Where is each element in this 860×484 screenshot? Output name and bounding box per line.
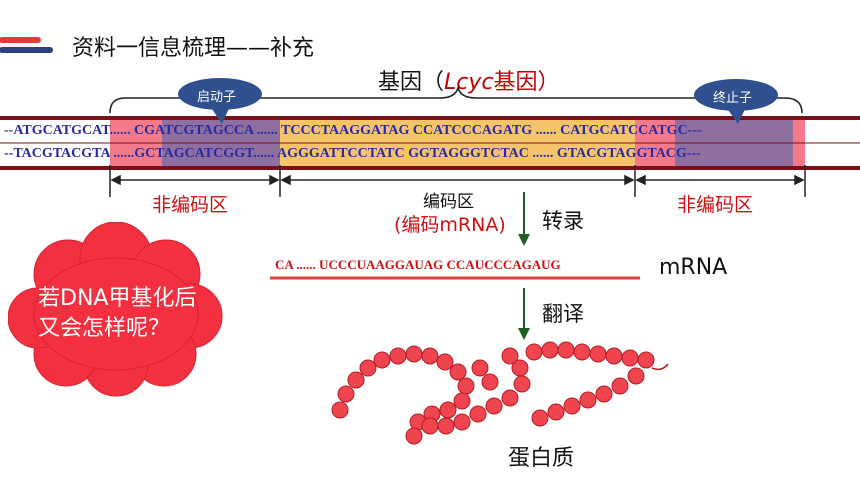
cloud-question: 若DNA甲基化后又会怎样呢？: [38, 286, 197, 341]
amino-acid-bead: [457, 377, 475, 395]
amino-acid-bead: [405, 427, 423, 445]
amino-acid-bead: [605, 347, 623, 365]
translation-label: 翻译: [542, 302, 584, 326]
amino-acid-bead: [513, 375, 531, 393]
amino-acid-bead: [453, 413, 471, 431]
amino-acid-bead: [485, 397, 503, 415]
gene-brace: [109, 85, 803, 114]
thought-cloud: [8, 222, 223, 397]
amino-acid-bead: [421, 417, 439, 435]
amino-acid-bead: [531, 409, 549, 427]
terminator-bubble-pointer: [726, 107, 746, 124]
coding-region-sublabel: (编码mRNA): [394, 214, 506, 236]
amino-acid-bead: [359, 359, 377, 377]
mrna-sequence: CA ...... UCCCUAAGGAUAG CCAUCCCAGAUG: [275, 257, 561, 272]
promoter-label: 启动子: [197, 90, 237, 105]
promoter-bubble-pointer: [210, 106, 230, 124]
dna-strand-2: --TACGTACGTA ......GCTAGCATCGGT...... AG…: [4, 146, 701, 161]
amino-acid-bead: [525, 343, 543, 361]
gene-title-suffix: 基因）: [493, 70, 560, 95]
amino-acid-bead: [621, 349, 639, 367]
terminator-label: 终止子: [713, 91, 753, 106]
amino-acid-bead: [347, 371, 365, 389]
corner-decoration: [0, 37, 53, 53]
amino-acid-bead: [481, 373, 499, 391]
amino-acid-bead: [501, 389, 519, 407]
right-noncoding-label: 非编码区: [677, 194, 754, 216]
amino-acid-bead: [331, 401, 349, 419]
mrna-label: mRNA: [659, 255, 728, 280]
amino-acid-bead: [557, 341, 575, 359]
amino-acid-bead: [541, 341, 559, 359]
amino-acid-bead: [595, 385, 613, 403]
amino-acid-bead: [405, 345, 423, 363]
gene-title: 基因（Lcyc基因）: [378, 64, 560, 96]
protein-label: 蛋白质: [508, 446, 575, 471]
promoter-bubble: [178, 78, 262, 110]
amino-acid-bead: [563, 397, 581, 415]
amino-acid-bead: [437, 417, 455, 435]
coding-region-label: 编码区: [423, 192, 474, 212]
amino-acid-bead: [439, 401, 457, 419]
amino-acid-bead: [453, 392, 471, 410]
amino-acid-bead: [471, 359, 489, 377]
page-title: 资料一信息梳理——补充: [72, 36, 315, 61]
amino-acid-bead: [627, 367, 645, 385]
amino-acid-bead: [337, 385, 355, 403]
protein-chain-tail: [651, 363, 669, 371]
terminator-bubble: [694, 79, 778, 111]
amino-acid-bead: [389, 347, 407, 365]
amino-acid-bead: [547, 403, 565, 421]
amino-acid-bead: [611, 377, 629, 395]
amino-acid-bead: [436, 353, 454, 371]
amino-acid-bead: [373, 351, 391, 369]
amino-acid-bead: [501, 347, 519, 365]
amino-acid-bead: [579, 391, 597, 409]
gene-title-italic: Lcyc: [444, 70, 494, 95]
amino-acid-bead: [637, 351, 655, 369]
dna-strand-1: --ATGCATGCAT...... CGATCGTAGCCA ...... T…: [4, 123, 702, 138]
amino-acid-bead: [511, 359, 529, 377]
transcription-label: 转录: [542, 209, 584, 233]
amino-acid-bead: [573, 343, 591, 361]
amino-acid-bead: [421, 347, 439, 365]
left-noncoding-label: 非编码区: [152, 194, 229, 216]
amino-acid-bead: [449, 363, 467, 381]
gene-title-prefix: 基因（: [378, 70, 445, 95]
amino-acid-bead: [469, 405, 487, 423]
amino-acid-bead: [589, 345, 607, 363]
